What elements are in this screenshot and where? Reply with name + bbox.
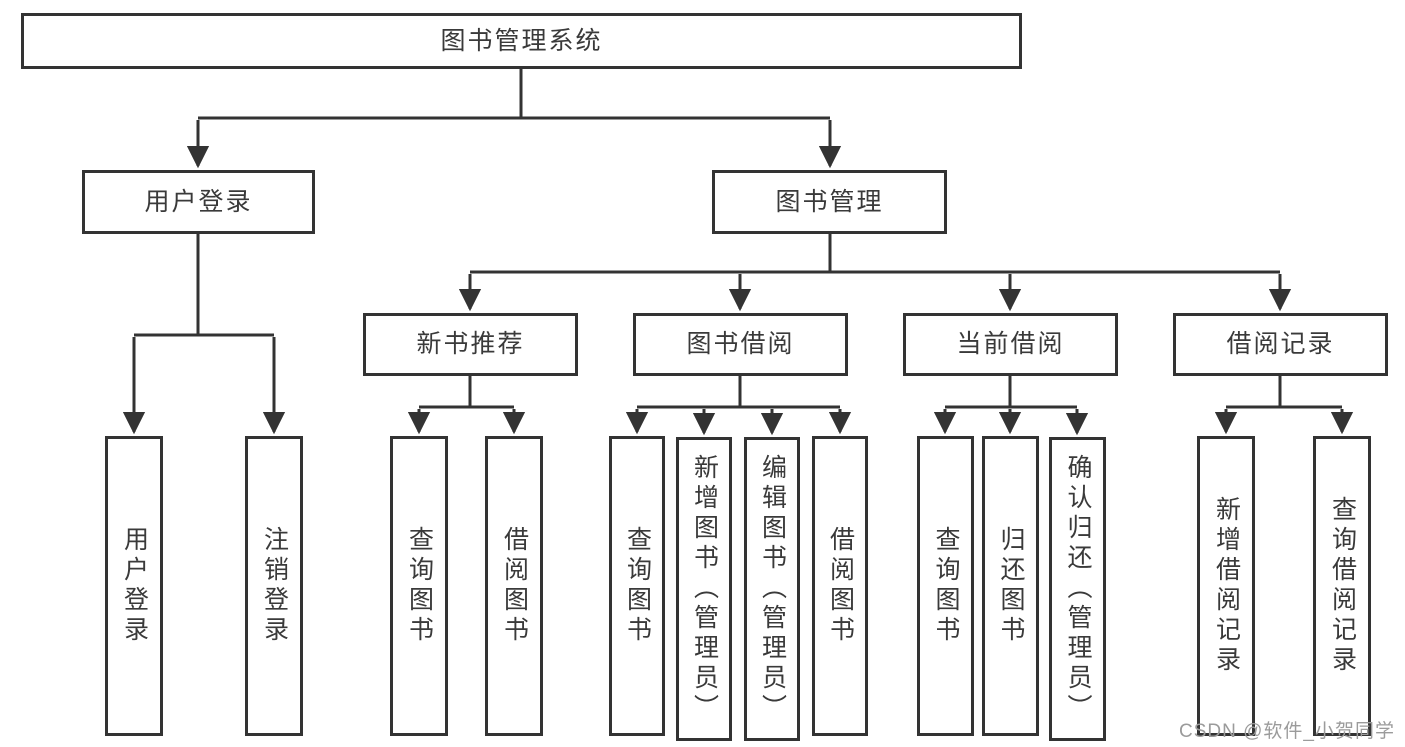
node-user-login-label: 用户登录 bbox=[144, 187, 253, 216]
leaf-add-books-admin: 新增图书（管理员） bbox=[676, 437, 732, 741]
node-borrowing-records: 借阅记录 bbox=[1173, 313, 1388, 376]
connector-lines bbox=[122, 69, 1354, 436]
leaf-query-books-borrowing: 查询图书 bbox=[609, 436, 665, 736]
node-root: 图书管理系统 bbox=[21, 13, 1022, 69]
leaf-query-books-recommend-label: 查询图书 bbox=[405, 526, 434, 646]
node-root-label: 图书管理系统 bbox=[440, 26, 603, 55]
leaf-borrow-books-borrowing-label: 借阅图书 bbox=[826, 526, 855, 646]
leaf-borrow-books-recommend: 借阅图书 bbox=[485, 436, 543, 736]
leaf-add-borrow-record: 新增借阅记录 bbox=[1197, 436, 1255, 736]
leaf-query-books-recommend: 查询图书 bbox=[390, 436, 448, 736]
node-book-management-label: 图书管理 bbox=[775, 187, 884, 216]
leaf-user-login: 用户登录 bbox=[105, 436, 163, 736]
leaf-borrow-books-borrowing: 借阅图书 bbox=[812, 436, 868, 736]
leaf-add-books-admin-label: 新增图书（管理员） bbox=[690, 454, 719, 724]
leaf-query-books-borrowing-label: 查询图书 bbox=[623, 526, 652, 646]
leaf-return-books-label: 归还图书 bbox=[997, 526, 1025, 646]
leaf-edit-books-admin-label: 编辑图书（管理员） bbox=[758, 454, 787, 724]
node-current-borrowing-label: 当前借阅 bbox=[956, 330, 1065, 358]
node-user-login: 用户登录 bbox=[82, 170, 315, 234]
csdn-watermark: CSDN @软件_小贺同学 bbox=[1179, 721, 1395, 742]
leaf-query-borrow-record-label: 查询借阅记录 bbox=[1328, 496, 1357, 676]
leaf-add-borrow-record-label: 新增借阅记录 bbox=[1212, 496, 1241, 676]
leaf-query-books-current: 查询图书 bbox=[917, 436, 974, 736]
leaf-query-books-current-label: 查询图书 bbox=[932, 526, 960, 646]
leaf-edit-books-admin: 编辑图书（管理员） bbox=[744, 437, 800, 741]
leaf-user-login-label: 用户登录 bbox=[120, 526, 149, 646]
leaf-confirm-return-admin-label: 确认归还（管理员） bbox=[1064, 454, 1092, 724]
node-book-borrowing-label: 图书借阅 bbox=[686, 330, 795, 358]
leaf-query-borrow-record: 查询借阅记录 bbox=[1313, 436, 1371, 736]
node-current-borrowing: 当前借阅 bbox=[903, 313, 1118, 376]
leaf-logout-label: 注销登录 bbox=[260, 526, 289, 646]
leaf-return-books: 归还图书 bbox=[982, 436, 1039, 736]
node-book-borrowing: 图书借阅 bbox=[633, 313, 848, 376]
node-new-book-recommend-label: 新书推荐 bbox=[416, 330, 525, 358]
leaf-logout: 注销登录 bbox=[245, 436, 303, 736]
node-new-book-recommend: 新书推荐 bbox=[363, 313, 578, 376]
leaf-confirm-return-admin: 确认归还（管理员） bbox=[1049, 437, 1106, 741]
leaf-borrow-books-recommend-label: 借阅图书 bbox=[500, 526, 529, 646]
node-borrowing-records-label: 借阅记录 bbox=[1226, 330, 1335, 358]
node-book-management: 图书管理 bbox=[712, 170, 947, 234]
